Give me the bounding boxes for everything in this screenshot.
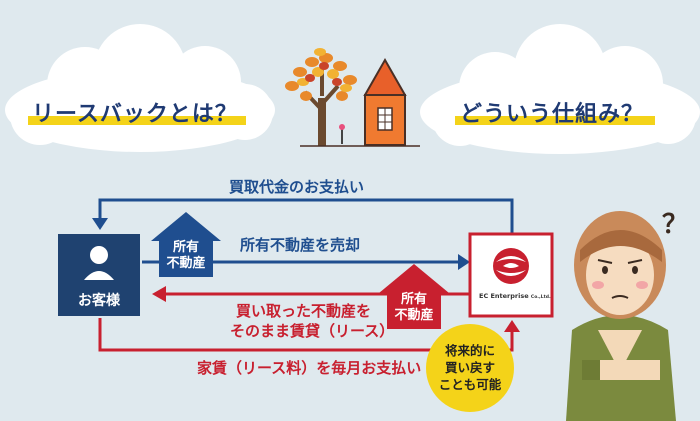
house-badge-blue — [151, 212, 221, 277]
pink-post-icon — [339, 124, 345, 144]
note-bubble — [426, 324, 514, 412]
lease-label-line2: そのまま賃貸（リース） — [230, 322, 395, 340]
payment-arrow — [98, 198, 514, 236]
payment-arrowhead — [92, 218, 108, 230]
bubble-line1: 将来的に — [444, 343, 495, 358]
house-blue-line2: 不動産 — [166, 256, 206, 271]
bubble-label: 将来的に 買い戻す ことも可能 — [432, 342, 508, 393]
question-mark-icon: ？ — [662, 210, 689, 240]
cloud-right — [420, 24, 700, 154]
company-logo-icon — [493, 248, 529, 284]
company-logo-small: Co.,Ltd. — [530, 295, 551, 300]
payment-label: 買取代金のお支払い — [229, 178, 365, 196]
sell-arrowhead — [458, 254, 470, 270]
lease-arrowhead — [152, 286, 166, 302]
rent-label: 家賃（リース料）を毎月お支払い — [197, 359, 422, 377]
thinking-person-illustration — [566, 211, 676, 421]
tree-illustration — [285, 48, 357, 146]
title-left: リースバックとは？ — [32, 102, 238, 127]
sell-label: 所有不動産を売却 — [240, 236, 361, 254]
title-right: どういう仕組み？ — [460, 102, 645, 127]
customer-label: お客様 — [78, 293, 120, 309]
rent-arrowhead — [504, 320, 520, 332]
cloud-left — [5, 24, 275, 152]
rent-arrow — [98, 318, 514, 352]
title-right-highlight — [455, 116, 655, 125]
person-icon — [84, 246, 114, 280]
house-blue-label: 所有 不動産 — [159, 240, 213, 272]
house-blue-line1: 所有 — [172, 240, 199, 255]
title-left-highlight — [28, 116, 246, 125]
house-badge-red — [379, 264, 449, 329]
bubble-line3: ことも可能 — [438, 377, 502, 392]
company-logo-name: EC Enterprise — [479, 292, 529, 300]
house-red-label: 所有 不動産 — [387, 292, 441, 324]
house-red-line2: 不動産 — [394, 308, 434, 323]
company-logo-text: EC Enterprise Co.,Ltd. — [479, 292, 551, 300]
lease-label-line1: 買い取った不動産を — [236, 302, 372, 320]
bubble-line2: 買い戻す — [444, 360, 495, 375]
house-illustration — [300, 57, 420, 147]
house-red-line1: 所有 — [400, 292, 427, 307]
